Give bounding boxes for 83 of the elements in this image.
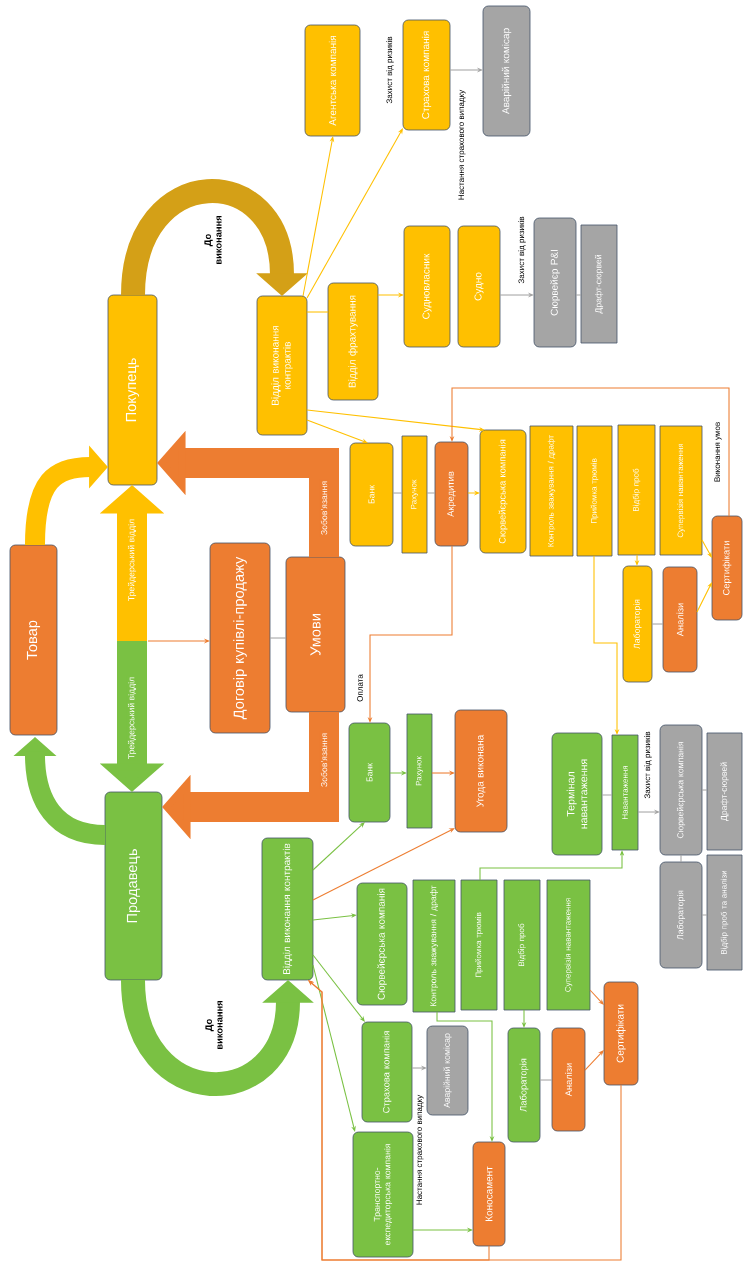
process-box: Договір купівлі-продажу	[209, 542, 271, 734]
process-box: Акредитив	[434, 441, 469, 547]
process-box: Відбір проб	[617, 424, 656, 556]
process-box: Відділ фрахтування	[327, 282, 379, 401]
connector-line	[651, 623, 664, 625]
process-box: Аналізи	[551, 1027, 586, 1132]
arrow	[312, 828, 455, 901]
edge-label: Настання страхового випадку	[457, 88, 467, 202]
arrow	[701, 539, 712, 558]
arrow	[306, 419, 368, 444]
process-box: Рахунок	[406, 713, 433, 829]
arrow	[593, 555, 620, 735]
process-box: Відбір проб та аналізи	[706, 854, 743, 971]
process-box: Умови	[285, 556, 346, 713]
process-box: Сюрвейєрська компанія	[356, 882, 408, 1006]
process-box: Коносамент	[472, 1141, 506, 1247]
process-box: Сюрвейєрська компанія	[479, 429, 527, 554]
process-box: Аналізи	[662, 566, 698, 673]
edge-label: Трейдерський відділ	[126, 517, 138, 603]
process-box: Лабораторія	[507, 1027, 541, 1143]
process-box: Транспортно-експедиторська компанія	[352, 1131, 414, 1258]
edge-label: Оплата	[355, 672, 365, 704]
edge-label: Зобов’язання	[319, 731, 329, 789]
process-box: Супервізія навантаження	[546, 879, 591, 1011]
edge-label: Настання страхового випадку	[415, 1093, 425, 1207]
process-box: Супервізія навантаження	[659, 425, 703, 556]
connector-line	[426, 492, 436, 494]
arrow	[436, 1011, 495, 1142]
connector-line	[539, 1079, 553, 1081]
process-box: Страхова компанія	[402, 19, 451, 131]
arrow	[312, 822, 365, 871]
process-box: Лабораторія	[659, 861, 703, 969]
process-box: Банк	[348, 722, 391, 823]
arrow	[312, 913, 357, 921]
process-box: Драфт-сюрвей	[706, 732, 743, 851]
arrow	[306, 409, 485, 432]
connector-line	[680, 854, 682, 863]
edge-label: До виконання	[204, 994, 224, 1056]
annotation-text: Захист від ризиків	[386, 36, 394, 104]
process-box: Лабораторія	[622, 565, 653, 683]
process-box: Відділ виконання контрактів	[256, 295, 308, 436]
connector-line	[701, 789, 708, 791]
process-box: Агентська компанія	[304, 24, 361, 137]
process-box: Аварійний комісар	[426, 1025, 469, 1116]
process-box: Судновласник	[403, 225, 451, 348]
edge-label: Трейдерський відділ	[126, 675, 138, 761]
process-box: Сертифікати	[711, 515, 743, 621]
edge-label: Захист від ризиків	[516, 215, 528, 285]
process-box: Страхова компанія	[361, 1021, 413, 1123]
connector-line	[575, 294, 582, 296]
process-box: Контроль зважування / драфт	[412, 879, 456, 1013]
process-box: Контроль зважування / драфт	[529, 425, 574, 557]
edge-label: Захист від ризиків	[642, 730, 654, 800]
connector-line	[701, 914, 708, 916]
edge-label: До виконання	[203, 209, 223, 271]
process-box: Аварійний комісар	[482, 5, 531, 137]
process-box: Товар	[9, 544, 58, 736]
process-box: Сертифікати	[603, 981, 639, 1086]
arrow	[306, 128, 403, 299]
connector-line	[601, 794, 613, 796]
process-box: Термінал навантаження	[551, 732, 603, 856]
edge-label: Зобов’язання	[319, 479, 329, 537]
process-box: Рахунок	[401, 435, 428, 554]
process-box: Угода виконана	[454, 709, 508, 833]
connector-line	[306, 311, 329, 313]
process-box: Драфт-сюрвей	[580, 224, 618, 344]
process-box: Сюрвейєр P&I	[533, 217, 577, 348]
arrow	[312, 964, 356, 1132]
process-box: Прийомка трюмів	[576, 425, 613, 557]
edge-label: Виконання умов	[713, 420, 723, 484]
process-box: Прийомка трюмів	[460, 879, 498, 1011]
arrow	[584, 1050, 604, 1071]
process-box: Навантаження	[611, 734, 639, 851]
process-box: Судно	[457, 225, 501, 348]
process-box: Відбір проб	[503, 879, 541, 1011]
process-box: Банк	[349, 442, 394, 547]
arrow	[308, 980, 490, 1261]
arrow	[589, 989, 604, 1005]
connector-line	[392, 492, 403, 494]
arrow	[696, 582, 712, 613]
connector-line	[269, 637, 287, 639]
process-box: Сюрвейєрська компанія	[659, 724, 703, 856]
arrow	[312, 954, 365, 1022]
